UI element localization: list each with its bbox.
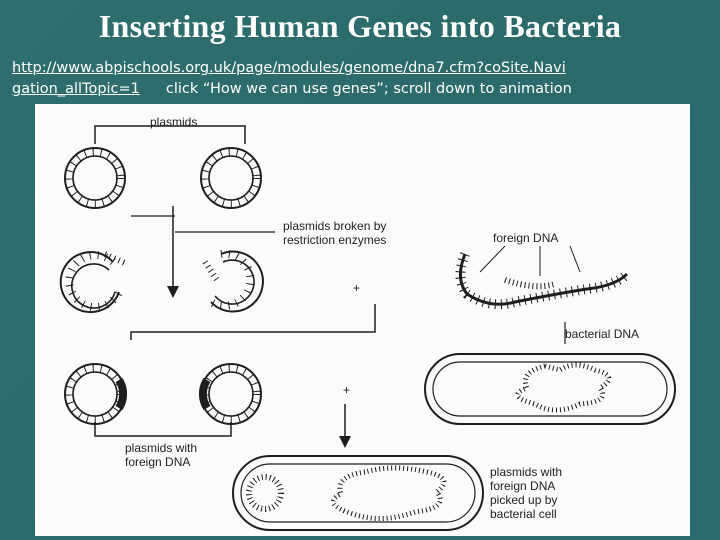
animation-link-continued[interactable]: gation_allTopic=1 bbox=[12, 81, 140, 97]
label-with-foreign-2: foreign DNA bbox=[125, 455, 190, 469]
plasmid-intact-1 bbox=[64, 147, 126, 209]
plus-sign-1: + bbox=[353, 281, 360, 295]
transformed-bacterium bbox=[232, 455, 484, 531]
animation-link[interactable]: http://www.abpischools.org.uk/page/modul… bbox=[12, 60, 566, 76]
plasmid-recombinant-2 bbox=[198, 363, 262, 425]
instruction-text: click “How we can use genes”; scroll dow… bbox=[165, 81, 572, 97]
arrow-head-1 bbox=[167, 286, 179, 298]
arrow-head-2 bbox=[339, 436, 351, 448]
label-with-foreign-1: plasmids with bbox=[125, 441, 197, 455]
plasmid-broken-2 bbox=[202, 249, 264, 313]
recombinant-bracket bbox=[94, 422, 232, 437]
plasmids-bracket bbox=[94, 125, 246, 144]
label-broken-1: plasmids broken by bbox=[283, 219, 386, 233]
foreign-dna-pointers bbox=[479, 245, 581, 276]
link-line-1: http://www.abpischools.org.uk/page/modul… bbox=[12, 60, 712, 76]
label-picked-2: foreign DNA bbox=[490, 479, 555, 493]
slide-title: Inserting Human Genes into Bacteria bbox=[98, 8, 622, 44]
plasmid-recombinant-1 bbox=[64, 363, 128, 425]
label-picked-1: plasmids with bbox=[490, 465, 562, 479]
foreign-dna-strand bbox=[455, 252, 631, 310]
label-picked-3: picked up by bbox=[490, 493, 557, 507]
plasmid-intact-2 bbox=[200, 147, 262, 209]
plasmid-broken-1 bbox=[59, 251, 129, 314]
connector-3 bbox=[130, 304, 376, 340]
label-picked-4: bacterial cell bbox=[490, 507, 557, 521]
label-bacterial-dna: bacterial DNA bbox=[565, 327, 639, 341]
label-foreign-dna: foreign DNA bbox=[493, 231, 558, 245]
plasmid-diagram: plasmids plasmids broken by restriction … bbox=[35, 104, 690, 536]
link-line-2: gation_allTopic=1 click “How we can use g… bbox=[12, 81, 712, 97]
plus-sign-2: + bbox=[343, 383, 350, 397]
plasmid-diagram-svg: plasmids plasmids broken by restriction … bbox=[59, 115, 676, 531]
bacterium-cell bbox=[424, 353, 676, 425]
label-broken-2: restriction enzymes bbox=[283, 233, 386, 247]
label-plasmids: plasmids bbox=[150, 115, 197, 129]
